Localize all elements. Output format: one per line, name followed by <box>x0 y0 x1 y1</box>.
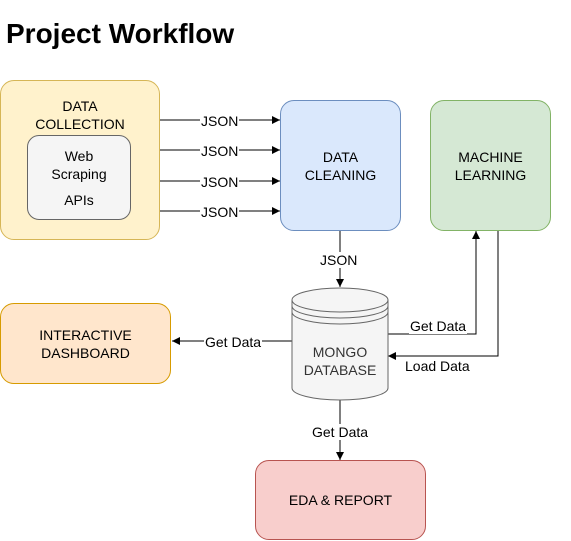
mongo-database-cylinder <box>291 287 389 401</box>
data-cleaning-label-line2: CLEANING <box>304 166 377 183</box>
edge-label-json-3: JSON <box>200 174 240 190</box>
edge-ml-database <box>388 230 499 360</box>
edge-label-get-data-eda: Get Data <box>311 424 370 440</box>
data-cleaning-box: DATA CLEANING <box>280 100 401 231</box>
web-scraping-label-line2: Scraping <box>51 165 107 182</box>
mongo-database-label-line2: DATABASE <box>303 362 377 378</box>
eda-report-box: EDA & REPORT <box>255 460 426 540</box>
interactive-dashboard-label-line1: INTERACTIVE <box>39 326 132 343</box>
edge-database-ml <box>388 231 480 335</box>
mongo-database-label: MONGO DATABASE <box>292 343 388 379</box>
interactive-dashboard-label-line2: DASHBOARD <box>41 344 130 361</box>
edge-label-json-database: JSON <box>319 252 359 268</box>
eda-report-label: EDA & REPORT <box>288 492 393 508</box>
machine-learning-label-line2: LEARNING <box>454 166 527 183</box>
data-cleaning-label-line1: DATA <box>322 148 359 165</box>
edge-label-json-2: JSON <box>200 143 240 159</box>
edge-label-json-4: JSON <box>200 204 240 220</box>
edge-label-load-data: Load Data <box>404 358 471 374</box>
page-title: Project Workflow <box>6 18 235 49</box>
machine-learning-box: MACHINE LEARNING <box>430 100 551 231</box>
edge-label-json-1: JSON <box>200 113 240 129</box>
web-scraping-apis-box: Web Scraping APIs <box>27 135 131 220</box>
edge-label-get-data-ml: Get Data <box>409 318 468 334</box>
mongo-database-label-line1: MONGO <box>312 344 368 360</box>
data-collection-label-line1: DATA <box>62 98 98 114</box>
edge-label-get-data-dashboard: Get Data <box>204 334 263 350</box>
web-scraping-label-line1: Web <box>64 147 94 164</box>
interactive-dashboard-box: INTERACTIVE DASHBOARD <box>0 303 171 384</box>
apis-label: APIs <box>64 191 94 208</box>
machine-learning-label-line1: MACHINE <box>458 148 523 165</box>
data-collection-label-line2: COLLECTION <box>35 116 125 132</box>
